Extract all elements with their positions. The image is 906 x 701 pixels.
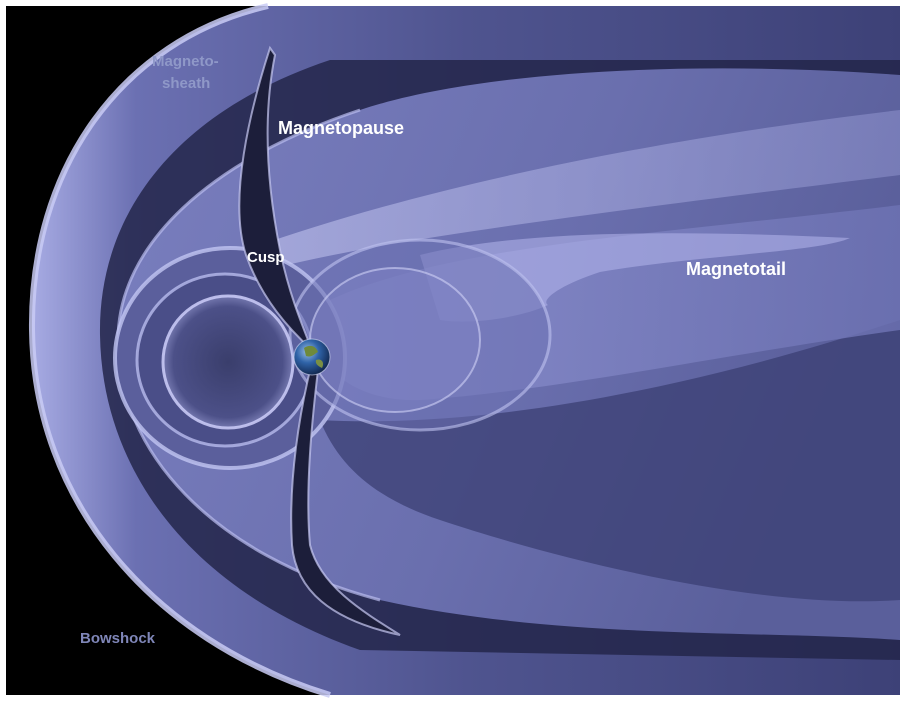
earth-icon [293, 338, 331, 376]
magnetosheath-label-line1: Magneto- [152, 53, 219, 70]
field-loop-inner [161, 294, 295, 430]
upper-plasma-sheet [160, 110, 900, 285]
southern-cusp [290, 359, 401, 636]
nightside-loop-inner [309, 267, 481, 413]
lower-tail-region [320, 320, 900, 602]
magnetosheath-label-line2: sheath [162, 75, 210, 92]
magnetotail-label: Magnetotail [686, 259, 786, 279]
cusp-label: Cusp [247, 249, 285, 266]
bowshock-rim [28, 3, 331, 698]
magnetopause-label: Magnetopause [278, 118, 404, 138]
bowshock-label: Bowshock [80, 630, 156, 647]
